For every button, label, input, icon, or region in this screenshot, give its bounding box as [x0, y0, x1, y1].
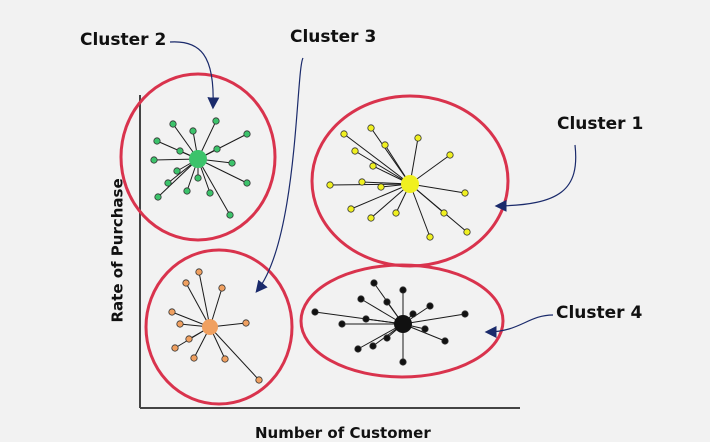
cluster-2-callout-arrow [169, 41, 220, 110]
cluster-2-spoke [157, 158, 199, 198]
cluster-1-spoke [409, 183, 466, 194]
cluster-3-point [168, 308, 176, 316]
cluster-3-boundary [144, 248, 294, 406]
cluster-4-boundary [299, 263, 505, 379]
cluster-4-point [354, 345, 362, 353]
cluster-4-point [383, 298, 391, 306]
cluster-4-point [399, 358, 407, 366]
cluster-1-spoke [409, 183, 431, 238]
cluster-1-point [461, 189, 469, 197]
cluster-3-spoke [185, 282, 211, 328]
cluster-2-point [153, 137, 161, 145]
cluster-1-point [367, 214, 375, 222]
cluster-2-point [169, 120, 177, 128]
cluster-4-point [461, 310, 469, 318]
cluster-1-point [446, 151, 454, 159]
cluster-1-point [347, 205, 355, 213]
cluster-2-point [189, 127, 197, 135]
cluster-2-point [176, 147, 184, 155]
cluster-3-point [255, 376, 263, 384]
cluster-1-point [367, 124, 375, 132]
cluster-4-points [311, 279, 469, 366]
cluster-1-point [463, 228, 471, 236]
cluster-1-spoke [343, 133, 411, 185]
cluster-3-centroid [202, 319, 218, 335]
cluster-1-centroid [401, 175, 419, 193]
cluster-4-centroid [394, 315, 412, 333]
y-axis-label: Rate of Purchase [108, 178, 127, 323]
cluster-2-spoke [197, 133, 248, 160]
cluster-2-point [226, 211, 234, 219]
cluster-2-point [194, 174, 202, 182]
cluster-3-label: Cluster 3 [290, 27, 377, 47]
cluster-3-callout-arrow [255, 57, 304, 293]
cluster-1-point [358, 178, 366, 186]
cluster-4-point [357, 295, 365, 303]
cluster-4-point [426, 302, 434, 310]
cluster-2-spoke [197, 158, 248, 184]
cluster-2-point [206, 189, 214, 197]
cluster-3-point [218, 284, 226, 292]
cluster-4-point [311, 308, 319, 316]
cluster-2-point [212, 117, 220, 125]
cluster-2-point [213, 145, 221, 153]
cluster-2-point [150, 156, 158, 164]
cluster-1-point [377, 183, 385, 191]
cluster-4-point [362, 315, 370, 323]
cluster-1-spoke [409, 183, 468, 233]
x-axis-label: Number of Customer [255, 424, 431, 442]
cluster-4-label: Cluster 4 [556, 303, 643, 323]
cluster-4-point [421, 325, 429, 333]
cluster-2-point [243, 179, 251, 187]
cluster-1-callout-arrow [494, 144, 577, 212]
cluster-2-points [150, 117, 251, 219]
cluster-3-spoke [209, 326, 260, 381]
cluster-3-point [195, 268, 203, 276]
cluster-4-point [399, 286, 407, 294]
cluster-4-point [383, 334, 391, 342]
cluster-3-point [176, 320, 184, 328]
cluster-3-point [171, 344, 179, 352]
cluster-2-point [173, 167, 181, 175]
cluster-3-point [182, 279, 190, 287]
cluster-1-label: Cluster 1 [557, 114, 644, 134]
cluster-3-point [185, 335, 193, 343]
cluster-4-spoke [402, 313, 466, 325]
cluster-2-point [154, 193, 162, 201]
cluster-4-point [409, 310, 417, 318]
cluster-1-point [369, 162, 377, 170]
cluster-2-boundary [119, 72, 277, 242]
cluster-2-centroid [189, 150, 207, 168]
cluster-4-point [338, 320, 346, 328]
cluster-1-spoke [354, 150, 411, 185]
cluster-1-point [326, 181, 334, 189]
cluster-1-point [351, 147, 359, 155]
cluster-1-point [340, 130, 348, 138]
cluster-4-callout-arrow [484, 314, 554, 338]
cluster-2-point [183, 187, 191, 195]
cluster-3-point [242, 319, 250, 327]
cluster-4-point [369, 342, 377, 350]
cluster-4-point [441, 337, 449, 345]
cluster-1-point [426, 233, 434, 241]
cluster-1-points [326, 124, 471, 241]
cluster-2-label: Cluster 2 [80, 30, 167, 50]
cluster-1-spoke [329, 183, 411, 186]
cluster-1-point [440, 209, 448, 217]
cluster-3-point [190, 354, 198, 362]
cluster-1-point [414, 134, 422, 142]
cluster-4-point [370, 279, 378, 287]
cluster-3-spoke [198, 271, 211, 328]
cluster-1-point [392, 209, 400, 217]
cluster-3-point [221, 355, 229, 363]
cluster-1-spoke [350, 183, 411, 210]
cluster-3-points [168, 268, 263, 384]
cluster-1-point [381, 141, 389, 149]
cluster-2-spoke [197, 158, 231, 216]
cluster-2-point [228, 159, 236, 167]
cluster-2-point [164, 179, 172, 187]
cluster-2-point [243, 130, 251, 138]
